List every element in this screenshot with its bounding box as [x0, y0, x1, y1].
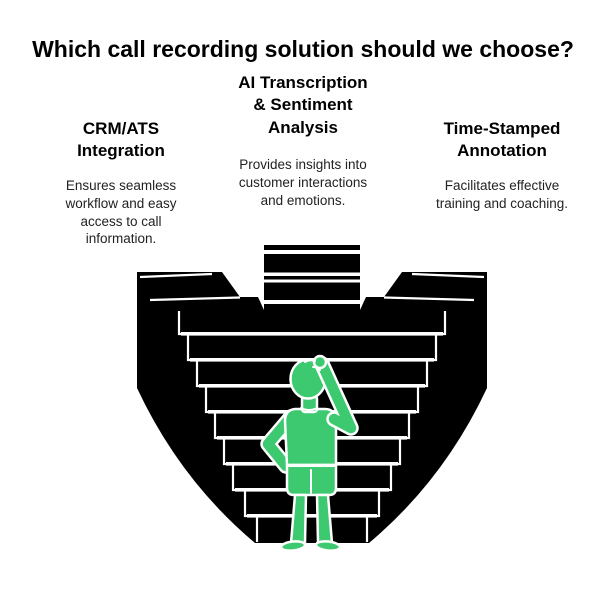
- option-crm-ats-integration: CRM/ATS Integration Ensures seamless wor…: [19, 118, 223, 248]
- confused-person-figure: [260, 354, 359, 552]
- option-description: Provides insights into customer interact…: [238, 157, 368, 208]
- option-ai-transcription-sentiment: AI Transcription & Sentiment Analysis Pr…: [201, 72, 405, 210]
- option-description: Ensures seamless workflow and easy acces…: [65, 177, 177, 247]
- option-description: Facilitates effective training and coach…: [435, 177, 569, 211]
- option-heading: AI Transcription & Sentiment Analysis: [238, 73, 368, 137]
- right-arm: [316, 358, 357, 434]
- page-title: Which call recording solution should we …: [32, 36, 574, 62]
- tower-step-gaps: [262, 250, 362, 304]
- hand: [312, 354, 328, 370]
- option-heading: CRM/ATS Integration: [77, 119, 165, 161]
- hair-detail: [304, 359, 321, 371]
- right-leg: [315, 493, 334, 545]
- option-heading: Time-Stamped Annotation: [443, 119, 561, 161]
- wing-tread-lines: [139, 272, 485, 302]
- left-arm: [262, 411, 297, 472]
- left-wing-separator: [177, 311, 259, 542]
- right-foot: [314, 540, 342, 552]
- option-time-stamped-annotation: Time-Stamped Annotation Facilitates effe…: [400, 118, 604, 213]
- collar-line: [300, 407, 318, 411]
- right-wing-separator: [365, 311, 447, 542]
- left-leg: [289, 493, 308, 545]
- left-foot: [279, 540, 307, 552]
